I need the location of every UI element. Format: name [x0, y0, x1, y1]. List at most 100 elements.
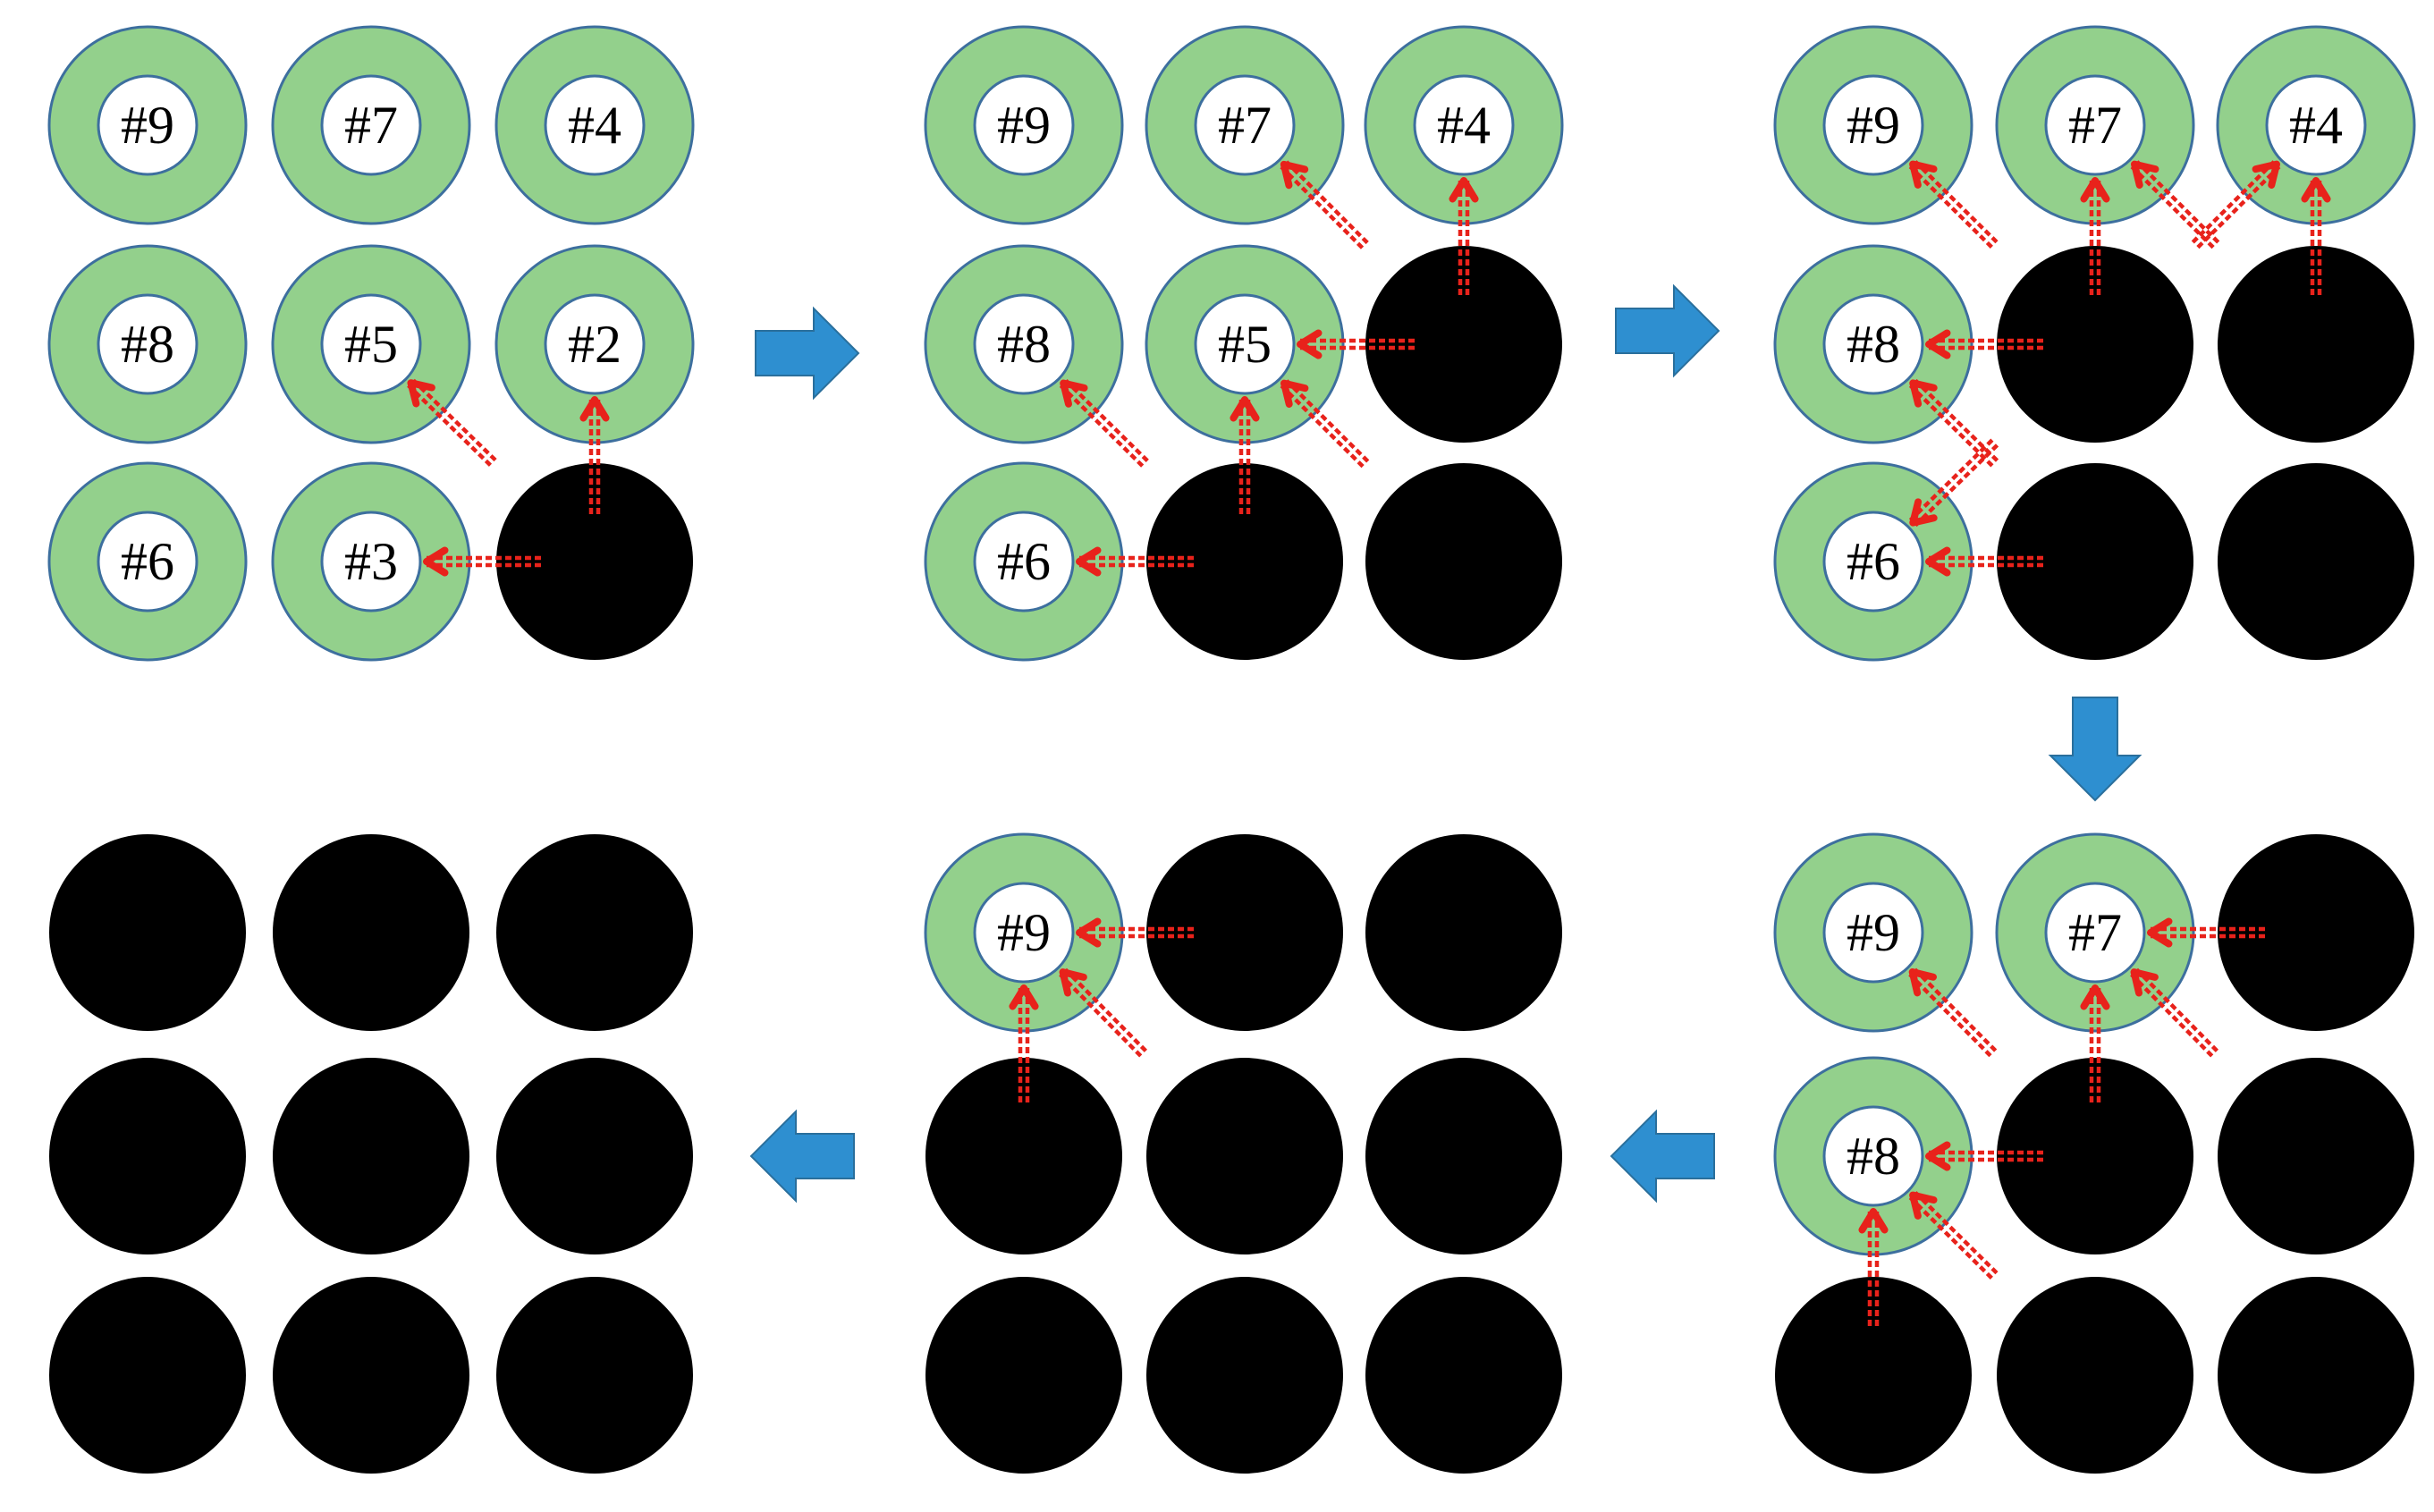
well-label: #8: [121, 315, 174, 374]
flow-arrowhead: [2301, 177, 2331, 203]
solid-disk: [925, 1277, 1122, 1474]
flow-arrow: [1925, 546, 2043, 577]
well-ring: #2: [494, 244, 695, 444]
well-label: #9: [1847, 96, 1900, 155]
solid-disk: [2218, 834, 2414, 1031]
well-ring: #8: [47, 244, 248, 444]
ring-hole: [544, 293, 646, 395]
solid-disk: [1365, 246, 1562, 443]
stage-2: #9#7#4#8#5#6: [924, 25, 1564, 662]
flow-arrowhead: [1297, 329, 1323, 359]
extracted-well: [1997, 1058, 2193, 1254]
ring-hole: [2044, 74, 2146, 176]
flow-arrowhead: [1280, 160, 1309, 190]
well-label: #9: [121, 96, 174, 155]
flow-arrowhead: [1059, 968, 1087, 997]
ring-hole: [973, 882, 1075, 984]
extracted-well: [496, 1058, 693, 1254]
extracted-well: [1365, 246, 1562, 443]
well-ring: #4: [1364, 25, 1564, 225]
ring-hole: [1194, 293, 1296, 395]
well-label: #8: [1847, 315, 1900, 374]
well-ring: #6: [1773, 461, 1973, 662]
solid-disk: [1997, 1277, 2193, 1474]
flow-arrowhead: [1858, 1208, 1889, 1234]
extracted-well: [2218, 246, 2414, 443]
ring-hole: [1822, 293, 1924, 395]
extracted-well: [1365, 463, 1562, 660]
ring-hole: [2044, 882, 2146, 984]
flow-arrowhead: [1076, 917, 1102, 948]
ring-hole: [320, 511, 422, 612]
ring-hole: [973, 293, 1075, 395]
solid-disk: [49, 834, 246, 1031]
extracted-well: [2218, 834, 2414, 1031]
well-label: #6: [997, 532, 1051, 591]
solid-disk: [1365, 1277, 1562, 1474]
extracted-well: [1146, 463, 1343, 660]
well-label: #4: [1437, 96, 1491, 155]
flow-arrowhead: [407, 379, 435, 408]
flow-arrow: [423, 546, 541, 577]
solid-disk: [49, 1277, 246, 1474]
well-ring: #6: [47, 461, 248, 662]
solid-disk: [1365, 1058, 1562, 1254]
flow-arrowhead: [1076, 546, 1102, 577]
ring-hole: [1194, 74, 1296, 176]
ring-hole: [1822, 882, 1924, 984]
solid-disk: [496, 834, 693, 1031]
solid-disk: [1146, 1277, 1343, 1474]
well-label: #8: [1847, 1127, 1900, 1186]
extracted-well: [925, 1277, 1122, 1474]
flow-arrowhead: [2130, 968, 2159, 997]
well-label: #7: [2068, 903, 2122, 962]
ring-hole: [97, 293, 199, 395]
extracted-well: [496, 1277, 693, 1474]
extracted-well: [1997, 246, 2193, 443]
well-ring: #8: [1773, 1056, 1973, 1256]
flow-arrow: [2080, 984, 2110, 1102]
extracted-well: [1365, 834, 1562, 1031]
well-ring: #7: [271, 25, 471, 225]
solid-disk: [496, 1058, 693, 1254]
arrow-1-to-2-icon: [755, 306, 860, 401]
well-ring: #7: [1995, 25, 2195, 225]
extracted-well: [49, 1277, 246, 1474]
stage-5: #9: [924, 832, 1562, 1474]
solid-disk: [1146, 1058, 1343, 1254]
flow-arrowhead: [423, 546, 449, 577]
ring-hole: [973, 74, 1075, 176]
flow-arrowhead: [2252, 160, 2280, 189]
solid-disk: [925, 1058, 1122, 1254]
flow-arrowhead: [1280, 379, 1309, 408]
flow-arrow: [1908, 378, 1999, 468]
solid-disk: [273, 834, 469, 1031]
well-label: #9: [1847, 903, 1900, 962]
flow-arrow: [1908, 160, 1999, 249]
well-ring: #3: [271, 461, 471, 662]
well-label: #7: [344, 96, 398, 155]
solid-disk: [1365, 463, 1562, 660]
extracted-well: [2218, 463, 2414, 660]
flow-arrowhead: [1925, 1141, 1951, 1171]
flow-arrow: [1230, 396, 1260, 514]
extracted-well: [49, 834, 246, 1031]
flow-arrow: [1059, 967, 1147, 1058]
flow-arrow: [1059, 379, 1149, 468]
extracted-well: [1997, 463, 2193, 660]
ring-hole: [1413, 74, 1515, 176]
arrow-5-to-6-icon: [749, 1109, 855, 1204]
well-label: #8: [997, 315, 1051, 374]
well-label: #6: [1847, 532, 1900, 591]
arrow-3-to-4-icon: [2048, 697, 2142, 802]
arrow-4-to-5-icon: [1610, 1109, 1715, 1204]
flow-arrow: [1925, 1141, 2043, 1171]
flow-arrow: [1280, 379, 1370, 469]
well-ring: #7: [1145, 25, 1345, 225]
extracted-well: [1365, 1058, 1562, 1254]
flow-arrow: [1858, 1208, 1889, 1326]
flow-arrow: [2130, 160, 2220, 249]
flow-arrowhead: [2080, 177, 2110, 203]
well-label: #2: [568, 315, 621, 374]
